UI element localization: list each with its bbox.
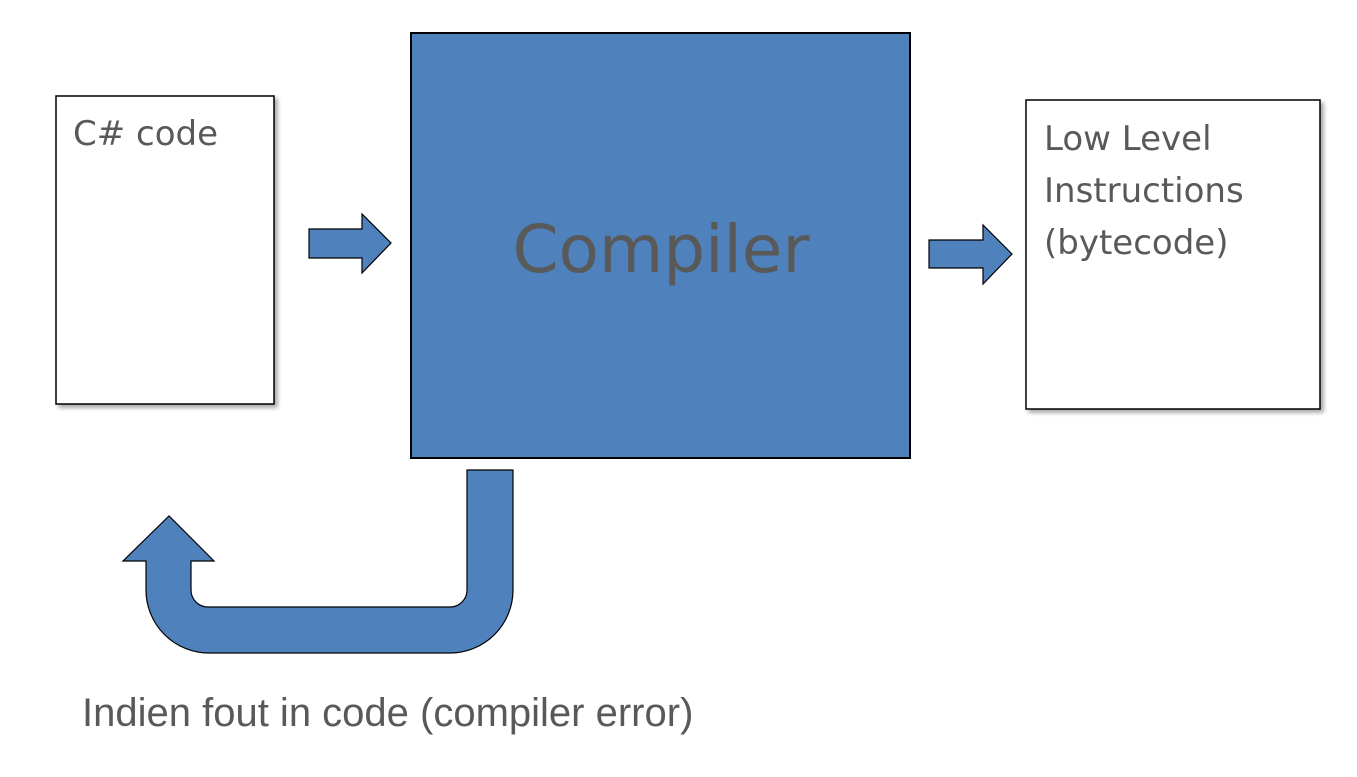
compiler-label: Compiler (512, 211, 810, 288)
error-feedback-arrow-icon (121, 469, 514, 654)
compiler-box: Compiler (410, 32, 911, 459)
compiler-error-caption: Indien fout in code (compiler error) (82, 691, 693, 735)
output-box: Low Level Instructions (bytecode) (1025, 99, 1321, 410)
output-label-line-3: (bytecode) (1044, 223, 1228, 263)
source-code-label: C# code (73, 114, 218, 154)
arrow-right-icon (928, 223, 1013, 286)
arrow-right-icon (308, 212, 392, 275)
source-code-box: C# code (55, 95, 275, 405)
output-label-line-2: Instructions (1044, 171, 1244, 211)
output-label-line-1: Low Level (1044, 119, 1212, 159)
